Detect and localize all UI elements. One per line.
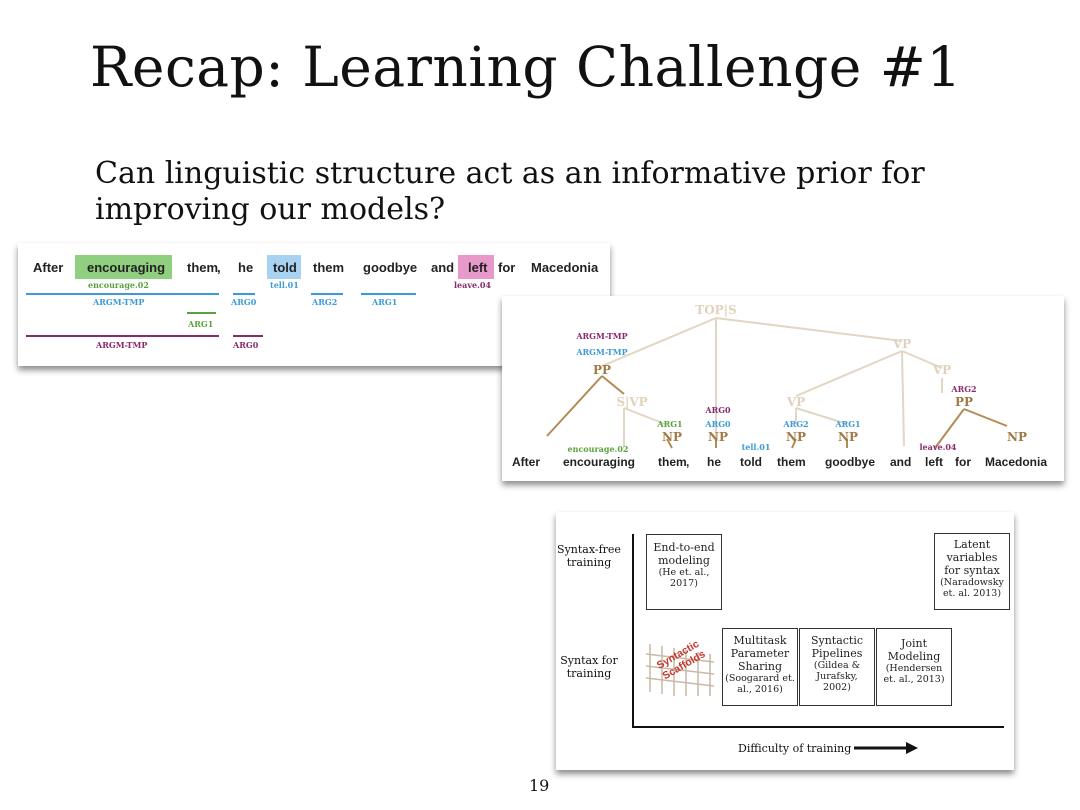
tree-node: NP	[1007, 430, 1027, 444]
span-bar	[26, 293, 219, 295]
box-title: Multitask Parameter Sharing	[730, 634, 790, 673]
span-bar	[233, 293, 255, 295]
role-label: ARGM-TMP	[93, 297, 145, 307]
arrow-right-icon	[854, 742, 918, 754]
parse-tree-card: TOP|S VP VP PP S|VP VP PP NP NP NP NP NP…	[502, 296, 1064, 481]
word-told: told	[273, 260, 297, 275]
slide-title: Recap: Learning Challenge #1	[90, 35, 962, 99]
role-label: ARG0	[704, 419, 731, 429]
tree-node: NP	[662, 430, 682, 444]
box-citation: (Naradowsky et. al. 2013)	[940, 577, 1004, 599]
role-label: ARG2	[312, 297, 338, 307]
role-label: ARGM-TMP	[575, 347, 627, 357]
role-label: ARG1	[834, 419, 860, 429]
box-citation: (Gildea & Jurafsky, 2002)	[813, 660, 861, 693]
box-title: Joint Modeling	[887, 637, 941, 663]
tree-word: and	[890, 455, 911, 469]
role-label: ARG2	[782, 419, 808, 429]
tree-word: told	[740, 455, 762, 469]
box-syntactic-pipelines: Syntactic Pipelines (Gildea & Jurafsky, …	[799, 628, 875, 706]
tree-node: VP	[892, 337, 911, 351]
word-encouraging: encouraging	[87, 260, 166, 275]
tree-word: he	[707, 455, 721, 469]
predicate-label: tell.01	[742, 442, 771, 452]
role-label: ARG2	[950, 384, 976, 394]
word-macedonia: Macedonia	[531, 260, 599, 275]
word-them-2: them	[313, 260, 345, 275]
y-label-syntax-free: Syntax-free training	[557, 543, 621, 569]
box-title: Syntactic Pipelines	[810, 634, 864, 660]
tree-word: goodbye	[825, 455, 875, 469]
tree-word: for	[955, 455, 971, 469]
tree-word: encouraging	[563, 455, 635, 469]
tree-node-root: TOP|S	[695, 303, 736, 317]
x-axis-label: Difficulty of training	[738, 742, 852, 755]
box-latent-variables: Latent variables for syntax (Naradowsky …	[934, 533, 1010, 610]
tree-word: left	[925, 455, 943, 469]
box-title: Latent variables for syntax	[944, 538, 1000, 577]
box-citation: (He et. al., 2017)	[658, 567, 710, 589]
x-axis-line	[632, 726, 1004, 728]
tree-word: After	[512, 455, 540, 469]
predicate-label: leave.04	[920, 442, 957, 452]
y-label-syntax-for-training: Syntax for training	[560, 654, 618, 680]
highlight-left	[458, 255, 494, 279]
predicate-leave: leave.04	[454, 280, 491, 290]
tree-word: ,	[686, 455, 689, 469]
word-he: he	[238, 260, 254, 275]
scaffold-grid-icon	[645, 644, 715, 696]
box-joint-modeling: Joint Modeling (Hendersen et. al., 2013)	[876, 628, 952, 706]
syntax-grid-card: Syntax-free training Syntax for training…	[556, 512, 1014, 770]
tree-node: NP	[708, 430, 728, 444]
span-bar	[361, 293, 416, 295]
predicate-encourage: encourage.02	[88, 280, 149, 290]
word-them: them	[187, 260, 219, 275]
syntactic-scaffolds-image: Syntactic Scaffolds	[644, 634, 716, 698]
tree-word: them	[777, 455, 806, 469]
word-goodbye: goodbye	[363, 260, 418, 275]
tree-node: PP	[955, 395, 973, 409]
role-label: ARG0	[233, 340, 259, 350]
span-bar	[187, 312, 216, 314]
highlight-told	[267, 255, 301, 279]
span-bar	[233, 335, 263, 337]
box-multitask: Multitask Parameter Sharing (Soogarard e…	[722, 628, 798, 706]
span-bar	[311, 293, 343, 295]
role-label: ARG0	[231, 297, 257, 307]
predicate-tell: tell.01	[270, 280, 299, 290]
page-number: 19	[529, 776, 550, 795]
tree-node: NP	[838, 430, 858, 444]
tree-node: PP	[593, 363, 611, 377]
word-and: and	[431, 260, 455, 275]
y-axis-line	[632, 534, 634, 726]
word-for: for	[498, 260, 516, 275]
role-label: ARG0	[704, 405, 731, 415]
tree-word: them	[658, 455, 687, 469]
tree-node: VP	[786, 395, 805, 409]
tree-node: NP	[786, 430, 806, 444]
tree-node: S|VP	[616, 395, 647, 409]
predicate-label: encourage.02	[568, 444, 629, 454]
span-bar	[26, 335, 219, 337]
tree-word: Macedonia	[985, 455, 1047, 469]
word-after: After	[33, 260, 64, 275]
box-end-to-end: End-to-end modeling (He et. al., 2017)	[646, 534, 722, 610]
tree-node: VP	[932, 363, 951, 377]
role-label: ARG1	[372, 297, 398, 307]
role-label: ARGM-TMP	[96, 340, 148, 350]
role-label: ARG1	[188, 319, 214, 329]
highlight-encouraging	[75, 255, 172, 279]
box-citation: (Hendersen et. al., 2013)	[883, 663, 945, 685]
parse-tree-diagram: TOP|S VP VP PP S|VP VP PP NP NP NP NP NP…	[512, 303, 1047, 469]
slide-subtitle: Can linguistic structure act as an infor…	[95, 156, 925, 227]
box-title: End-to-end modeling	[653, 541, 715, 567]
word-comma: ,	[217, 260, 221, 275]
role-label: ARGM-TMP	[575, 331, 627, 341]
role-label: ARG1	[656, 419, 682, 429]
word-left: left	[468, 260, 488, 275]
box-citation: (Soogarard et. al., 2016)	[725, 673, 795, 695]
